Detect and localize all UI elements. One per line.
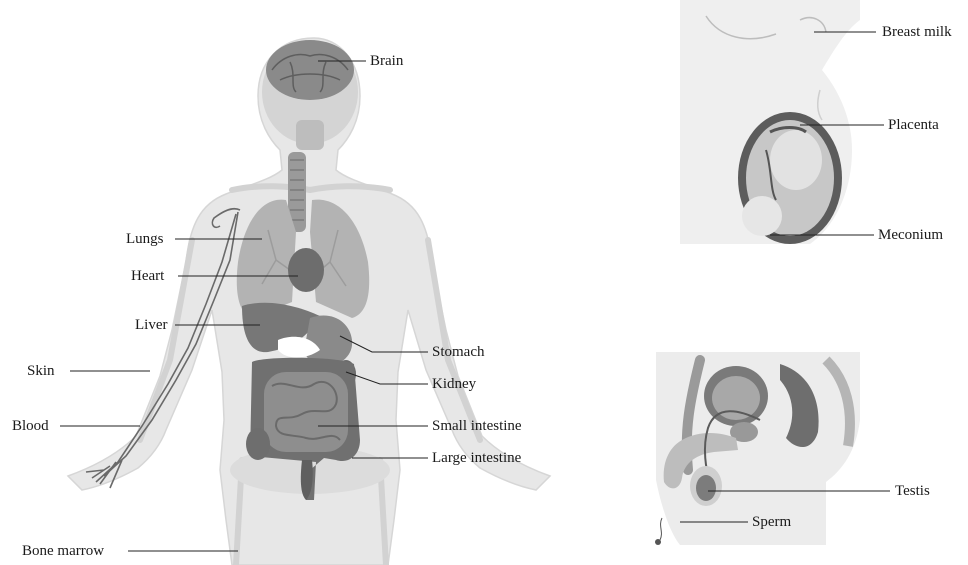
cecum-shape bbox=[246, 428, 270, 460]
label-large-intestine: Large intestine bbox=[432, 449, 521, 467]
label-skin: Skin bbox=[27, 362, 55, 380]
label-brain: Brain bbox=[370, 52, 403, 70]
human-body-figure bbox=[68, 38, 550, 565]
label-liver: Liver bbox=[135, 316, 167, 334]
label-placenta: Placenta bbox=[888, 116, 939, 134]
jaw-shape bbox=[296, 120, 324, 150]
pregnancy-figure bbox=[680, 0, 860, 244]
fetus-body-shape bbox=[770, 130, 822, 190]
label-meconium: Meconium bbox=[878, 226, 943, 244]
heart-shape bbox=[288, 248, 324, 292]
label-kidney: Kidney bbox=[432, 375, 476, 393]
label-breast-milk: Breast milk bbox=[882, 23, 952, 41]
label-testis: Testis bbox=[895, 482, 930, 500]
label-sperm: Sperm bbox=[752, 513, 791, 531]
label-small-intestine: Small intestine bbox=[432, 417, 522, 435]
testis-shape bbox=[696, 475, 716, 501]
label-stomach: Stomach bbox=[432, 343, 485, 361]
fetus-head-shape bbox=[742, 196, 782, 236]
label-blood: Blood bbox=[12, 417, 49, 435]
brain-shape bbox=[266, 40, 354, 100]
label-heart: Heart bbox=[131, 267, 164, 285]
label-bone-marrow: Bone marrow bbox=[22, 542, 104, 560]
label-lungs: Lungs bbox=[126, 230, 164, 248]
